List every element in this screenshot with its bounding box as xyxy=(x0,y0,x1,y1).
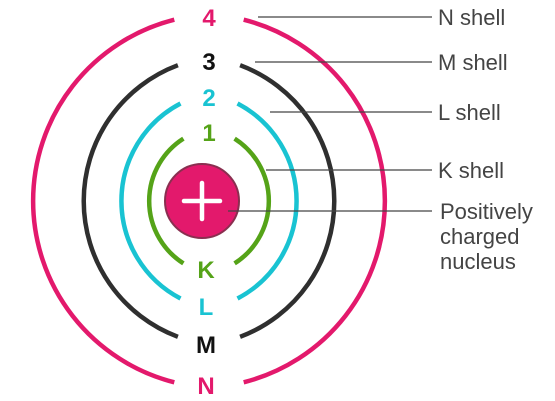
l-shell-letter: L xyxy=(199,294,214,321)
n-shell-letter: N xyxy=(197,373,214,400)
n-shell-callout-label: N shell xyxy=(438,5,505,30)
nucleus-callout-label-line3: nucleus xyxy=(440,249,516,274)
k-shell-letter: K xyxy=(197,257,215,284)
m-shell-number: 3 xyxy=(202,49,215,76)
m-shell-callout-label: M shell xyxy=(438,50,508,75)
k-shell-number: 1 xyxy=(202,120,215,147)
m-shell-right-arc xyxy=(239,63,337,339)
nucleus-callout-label-line1: Positively xyxy=(440,199,533,224)
m-shell-left-arc xyxy=(81,63,179,339)
nucleus-callout-label-line2: charged xyxy=(440,224,520,249)
l-shell-right-arc xyxy=(236,101,299,301)
l-shell-number: 2 xyxy=(202,85,215,112)
m-shell xyxy=(81,63,337,339)
k-shell xyxy=(147,136,271,266)
n-shell-right-arc xyxy=(243,17,388,385)
l-shell-callout-label: L shell xyxy=(438,100,501,125)
k-shell-left-arc xyxy=(147,136,185,266)
k-shell-callout-label: K shell xyxy=(438,158,504,183)
nucleus xyxy=(164,163,240,239)
plus-icon xyxy=(181,180,223,222)
l-shell xyxy=(119,101,299,301)
m-shell-letter: M xyxy=(196,332,216,359)
n-shell xyxy=(30,17,388,385)
k-shell-right-arc xyxy=(233,136,271,266)
callout-lines xyxy=(228,16,432,212)
n-shell-number: 4 xyxy=(202,5,216,32)
l-shell-left-arc xyxy=(119,101,182,301)
n-shell-left-arc xyxy=(30,17,175,385)
